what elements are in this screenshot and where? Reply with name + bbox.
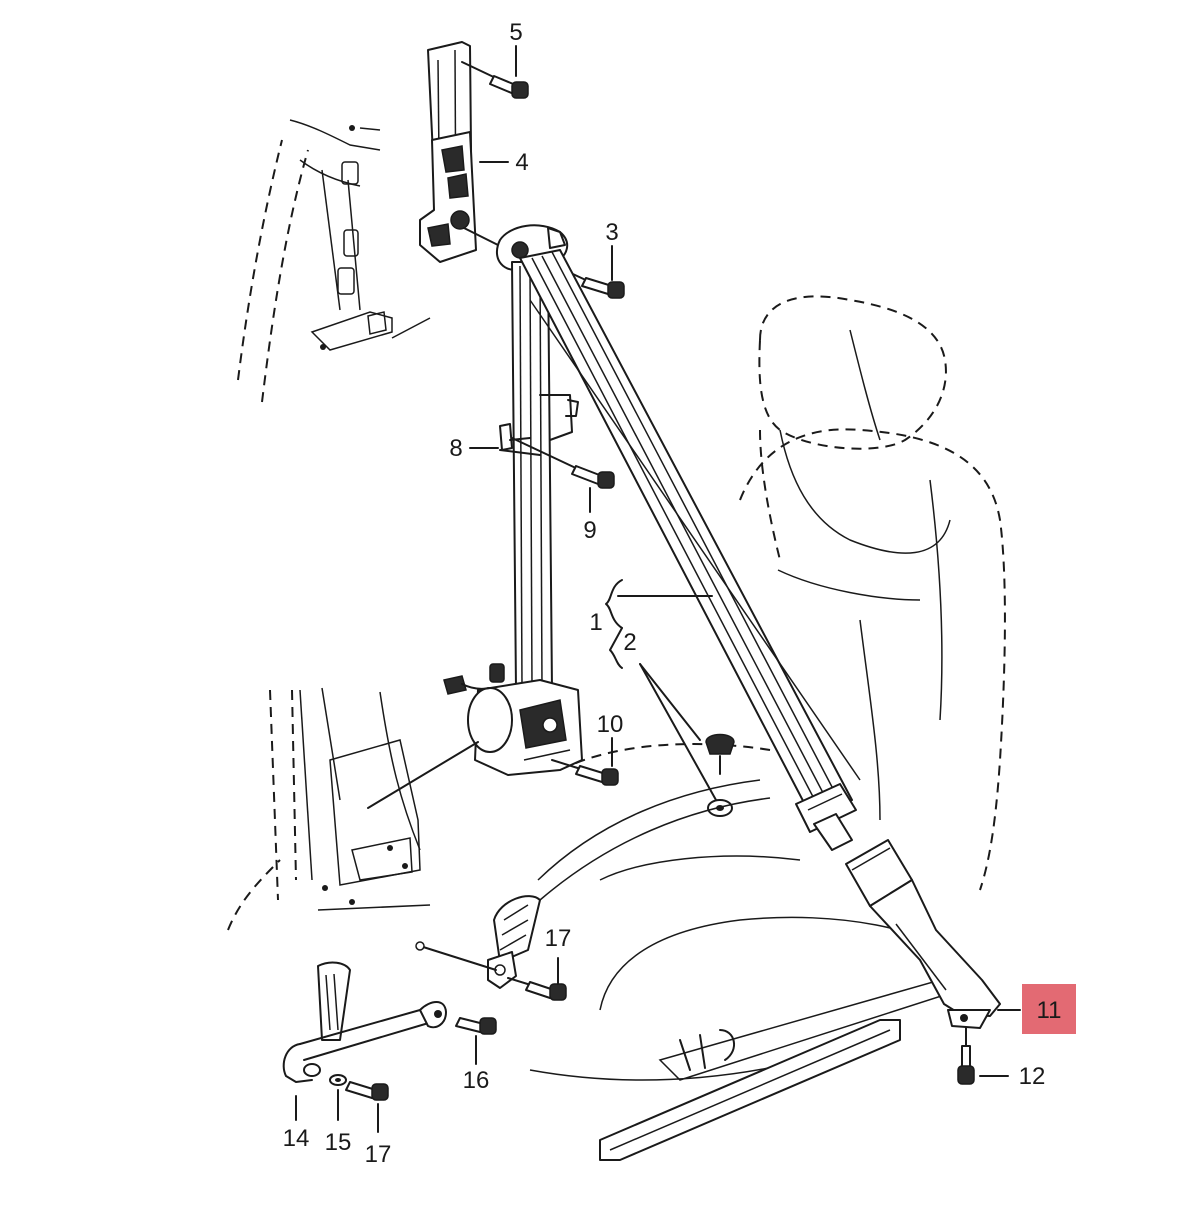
seat-outline	[529, 295, 1006, 1161]
buckle-part-11	[845, 839, 1021, 1029]
callout-12: 12	[1019, 1063, 1046, 1090]
callout-4: 4	[515, 149, 528, 176]
callout-16: 16	[463, 1067, 490, 1094]
lower-body-sill-outline	[227, 687, 431, 931]
belt-retractor	[367, 663, 583, 809]
vertical-belt-webbing	[511, 261, 553, 691]
bolt-part-5	[461, 61, 529, 99]
lower-trim-and-bar-part-14	[282, 961, 447, 1083]
callout-17-upper: 17	[545, 925, 572, 952]
callout-15: 15	[325, 1129, 352, 1156]
screw-part-9	[511, 437, 615, 489]
bolt-part-12	[957, 1027, 1009, 1085]
callout-9: 9	[583, 517, 596, 544]
button-stop-part-2	[639, 663, 735, 817]
callout-14: 14	[283, 1125, 310, 1152]
b-pillar-body-outline	[237, 119, 431, 403]
callout-10: 10	[597, 711, 624, 738]
latch-plate-tongue	[795, 783, 857, 851]
callout-5: 5	[509, 19, 522, 46]
callout-8: 8	[449, 435, 462, 462]
callout-17-lower: 17	[365, 1141, 392, 1168]
leader-lines	[295, 45, 713, 1133]
washer-part-15	[329, 1074, 347, 1086]
callout-11-highlight-box	[1022, 984, 1076, 1034]
diagonal-belt-webbing-part-1	[519, 249, 861, 819]
callout-11: 11	[1037, 997, 1062, 1024]
height-adjuster-rail-part-4	[419, 41, 477, 263]
lower-belt-run	[415, 779, 771, 989]
callout-labels: 5 4 3 8 9 1 2 10 17 16 14 15 17 12 11	[283, 19, 1076, 1168]
callout-2: 2	[623, 629, 636, 656]
callout-1: 1	[589, 609, 602, 636]
bolt-part-16	[455, 1017, 497, 1035]
bolt-part-10	[551, 759, 619, 786]
callout-3: 3	[605, 219, 618, 246]
bolt-part-17-lower	[345, 1081, 389, 1101]
